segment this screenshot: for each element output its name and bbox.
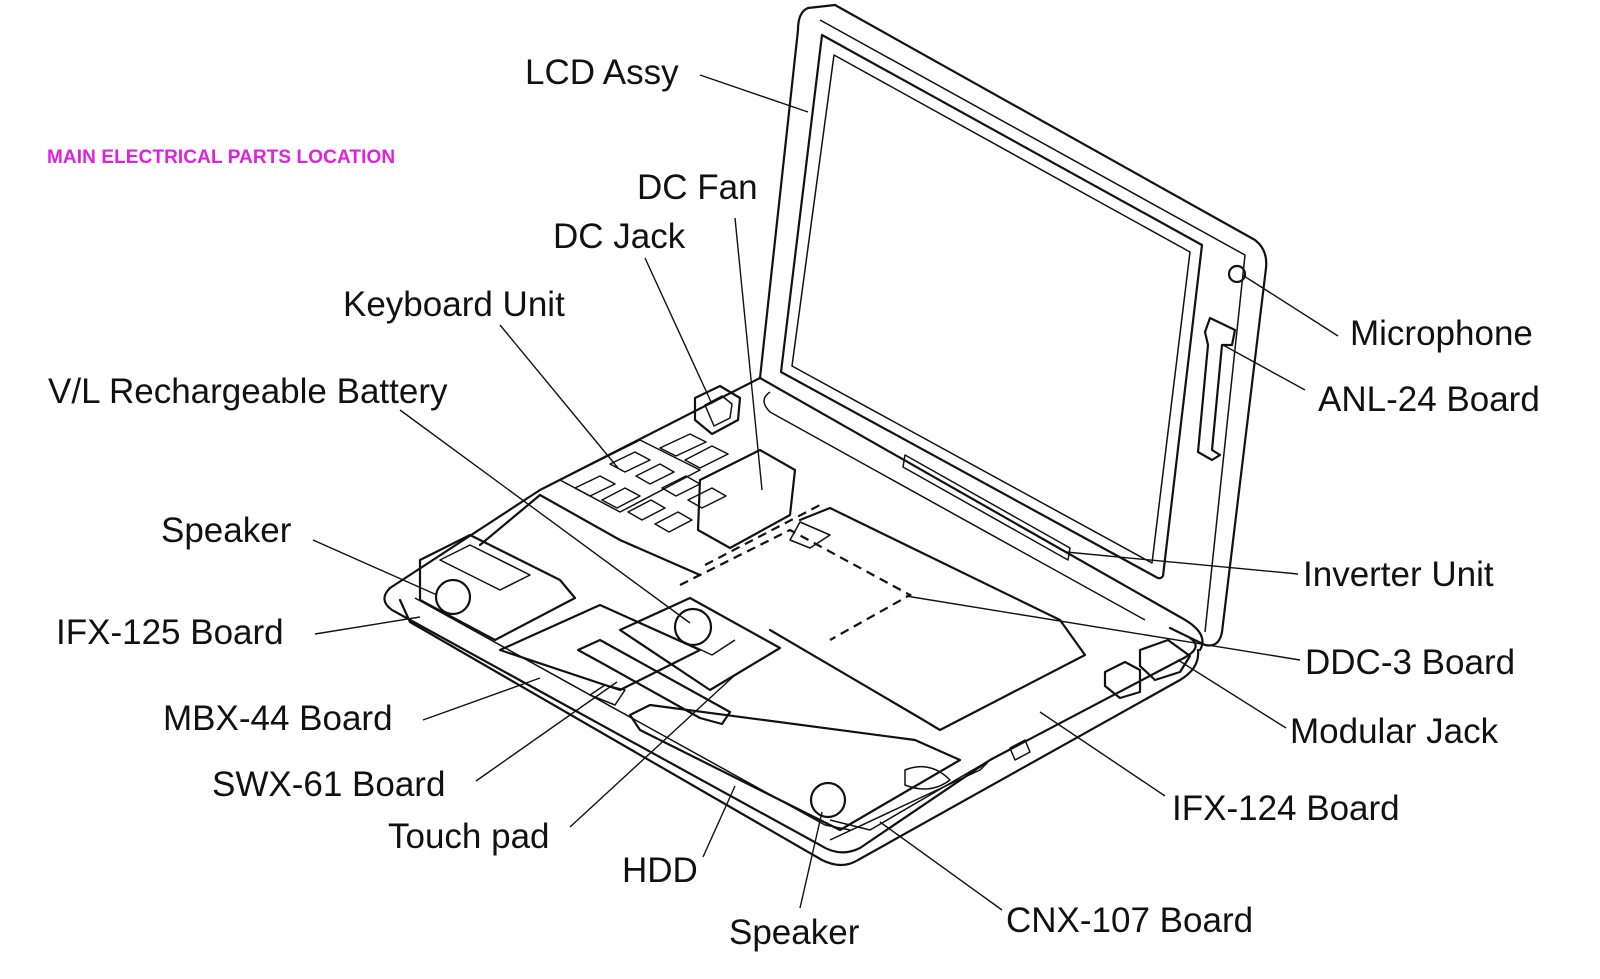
label-vl-battery: V/L Rechargeable Battery	[48, 372, 448, 411]
label-dc-fan: DC Fan	[637, 168, 758, 207]
anl24-part	[1196, 316, 1237, 462]
label-hdd: HDD	[622, 851, 698, 890]
label-dc-jack: DC Jack	[553, 217, 686, 256]
speaker-left-part	[434, 578, 472, 616]
label-ddc3: DDC-3 Board	[1305, 643, 1516, 682]
label-touch-pad: Touch pad	[388, 817, 550, 856]
label-microphone: Microphone	[1350, 314, 1533, 353]
label-lcd-assy: LCD Assy	[525, 53, 679, 92]
label-keyboard-unit: Keyboard Unit	[343, 285, 565, 324]
label-inverter-unit: Inverter Unit	[1303, 555, 1494, 594]
speaker-bottom-part	[809, 781, 847, 819]
label-speaker-left: Speaker	[161, 511, 292, 550]
leader-lines	[312, 74, 1339, 911]
label-ifx124: IFX-124 Board	[1172, 789, 1400, 828]
label-speaker-bottom: Speaker	[729, 913, 860, 952]
laptop-base	[383, 376, 1200, 867]
page-title: MAIN ELECTRICAL PARTS LOCATION	[47, 147, 396, 168]
label-ifx125: IFX-125 Board	[56, 613, 284, 652]
touch-pad-part	[673, 607, 713, 647]
label-modular-jack: Modular Jack	[1290, 712, 1499, 751]
label-anl24: ANL-24 Board	[1318, 380, 1540, 419]
lcd-lid	[758, 3, 1268, 652]
microphone-part	[1227, 264, 1247, 284]
label-mbx44: MBX-44 Board	[163, 699, 393, 738]
label-cnx107: CNX-107 Board	[1006, 901, 1254, 940]
label-swx61: SWX-61 Board	[212, 765, 446, 804]
